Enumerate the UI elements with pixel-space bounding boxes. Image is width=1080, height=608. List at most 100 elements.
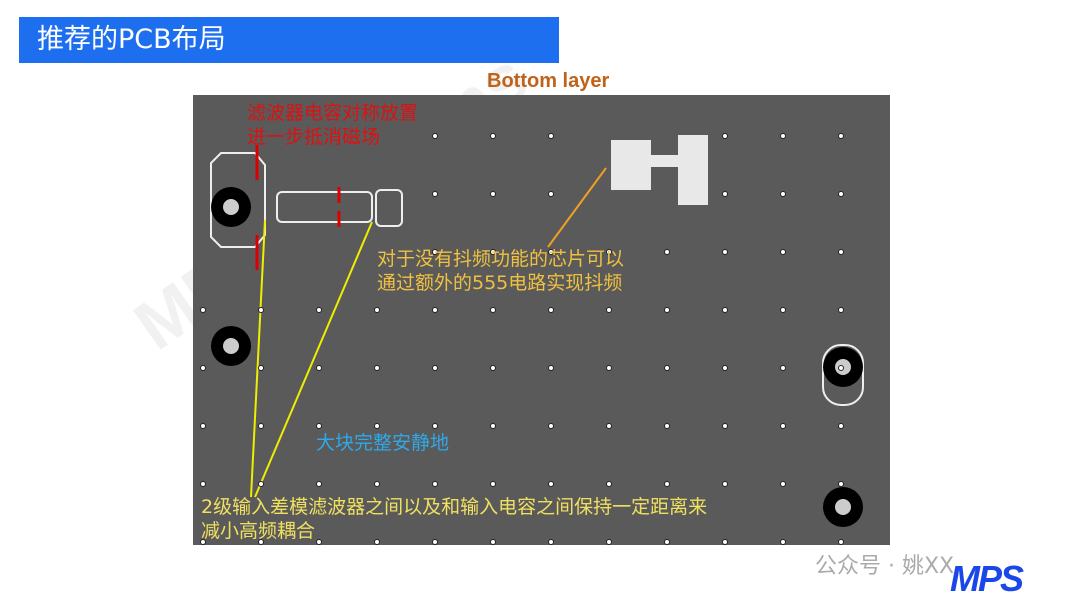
via — [200, 423, 206, 429]
bottom-line-1: 2级输入差模滤波器之间以及和输入电容之间保持一定距离来 — [201, 496, 708, 518]
via — [432, 307, 438, 313]
via — [490, 249, 496, 255]
via — [606, 481, 612, 487]
via — [432, 539, 438, 545]
orange-arrow — [547, 167, 607, 248]
page-title: 推荐的PCB布局 — [19, 17, 559, 63]
mps-logo: MPS — [950, 558, 1024, 599]
via — [780, 191, 786, 197]
via — [490, 481, 496, 487]
via — [200, 539, 206, 545]
via — [548, 133, 554, 139]
via — [374, 539, 380, 545]
via — [490, 191, 496, 197]
via — [838, 539, 844, 545]
via — [432, 249, 438, 255]
yellow-annotation: 对于没有抖频功能的芯片可以通过额外的555电路实现抖频 — [377, 247, 624, 295]
via — [722, 423, 728, 429]
bottom-line-2: 减小高频耦合 — [201, 520, 316, 542]
via — [316, 423, 322, 429]
red-line-2: 进一步抵消磁场 — [247, 126, 381, 148]
via — [200, 365, 206, 371]
via — [838, 249, 844, 255]
via — [490, 133, 496, 139]
via — [722, 539, 728, 545]
via — [258, 423, 264, 429]
via — [838, 423, 844, 429]
via — [316, 307, 322, 313]
via — [780, 307, 786, 313]
via — [548, 423, 554, 429]
via — [838, 365, 844, 371]
via — [258, 539, 264, 545]
via — [374, 423, 380, 429]
via — [606, 249, 612, 255]
via — [780, 133, 786, 139]
via — [432, 481, 438, 487]
connector-outline — [375, 189, 403, 227]
via — [722, 249, 728, 255]
via — [432, 423, 438, 429]
via — [548, 481, 554, 487]
via — [780, 423, 786, 429]
via — [780, 365, 786, 371]
via — [316, 539, 322, 545]
via — [780, 481, 786, 487]
via — [838, 191, 844, 197]
red-line-1: 滤波器电容对称放置 — [247, 102, 419, 124]
red-arrows — [255, 145, 341, 270]
via — [548, 307, 554, 313]
via — [722, 307, 728, 313]
via — [374, 307, 380, 313]
right-mount-outline — [822, 344, 864, 406]
via — [548, 365, 554, 371]
via — [664, 307, 670, 313]
via — [316, 481, 322, 487]
via — [664, 423, 670, 429]
via — [722, 191, 728, 197]
via — [838, 307, 844, 313]
via — [722, 133, 728, 139]
via — [258, 307, 264, 313]
via — [490, 307, 496, 313]
via — [258, 481, 264, 487]
via — [490, 539, 496, 545]
via — [606, 307, 612, 313]
oscillator-circuit — [611, 135, 708, 205]
via — [490, 423, 496, 429]
via — [722, 365, 728, 371]
via — [780, 249, 786, 255]
yellow-arrows — [250, 219, 373, 498]
via — [606, 539, 612, 545]
wechat-source: 公众号 · 姚XX — [815, 554, 955, 579]
via — [200, 307, 206, 313]
via — [664, 539, 670, 545]
via — [606, 365, 612, 371]
via — [722, 481, 728, 487]
ground-annotation: 大块完整安静地 — [316, 432, 450, 454]
yellow-line-1: 对于没有抖频功能的芯片可以 — [377, 248, 625, 270]
bottom-annotation: 2级输入差模滤波器之间以及和输入电容之间保持一定距离来减小高频耦合 — [201, 495, 707, 543]
via — [200, 481, 206, 487]
pcb-board — [193, 95, 890, 545]
via — [432, 191, 438, 197]
pcb-drawing — [200, 133, 864, 545]
via — [780, 539, 786, 545]
via — [432, 365, 438, 371]
layer-label: Bottom layer — [487, 70, 610, 92]
via — [548, 249, 554, 255]
via — [374, 481, 380, 487]
filter-trace-outline — [276, 191, 373, 223]
via — [606, 423, 612, 429]
red-annotation: 滤波器电容对称放置进一步抵消磁场 — [247, 101, 418, 149]
via — [548, 191, 554, 197]
via — [374, 365, 380, 371]
via — [664, 249, 670, 255]
via — [258, 365, 264, 371]
via — [838, 481, 844, 487]
yellow-line-2: 通过额外的555电路实现抖频 — [377, 272, 623, 294]
via — [548, 539, 554, 545]
via — [432, 133, 438, 139]
via — [664, 365, 670, 371]
via — [316, 365, 322, 371]
